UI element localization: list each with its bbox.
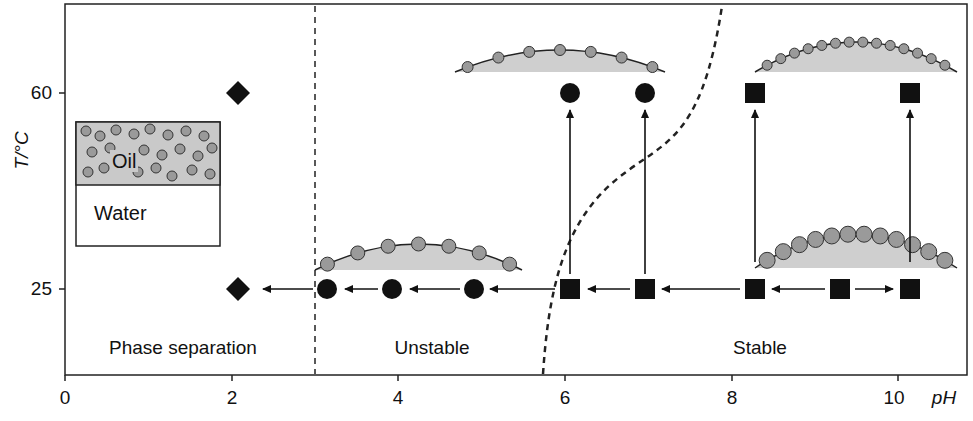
droplet-illustrations (315, 37, 957, 271)
tick-label: 25 (31, 279, 52, 300)
tick-label: 60 (31, 83, 52, 104)
oil-water-box (76, 122, 220, 246)
arrows (263, 110, 910, 289)
tick-label: 6 (560, 388, 571, 409)
region-label: Phase separation (109, 338, 257, 359)
tick-label: 10 (883, 388, 904, 409)
water-layer: Water Oil (76, 122, 220, 246)
oil-layer: Oil (76, 122, 220, 185)
layer-label: Water (94, 202, 147, 224)
axis-ticks (59, 93, 898, 381)
axis-title: T/°C (12, 131, 33, 169)
tick-label: 2 (227, 388, 238, 409)
layer-label: Oil (110, 150, 138, 172)
axis-title: pH (932, 388, 956, 409)
tick-label: 0 (60, 388, 71, 409)
plot-frame (65, 4, 967, 375)
tick-label: 8 (727, 388, 738, 409)
region-label: Stable (733, 338, 787, 359)
boundary-line (314, 6, 316, 374)
data-markers (226, 81, 920, 301)
tick-label: 4 (393, 388, 404, 409)
region-label: Unstable (395, 338, 470, 359)
